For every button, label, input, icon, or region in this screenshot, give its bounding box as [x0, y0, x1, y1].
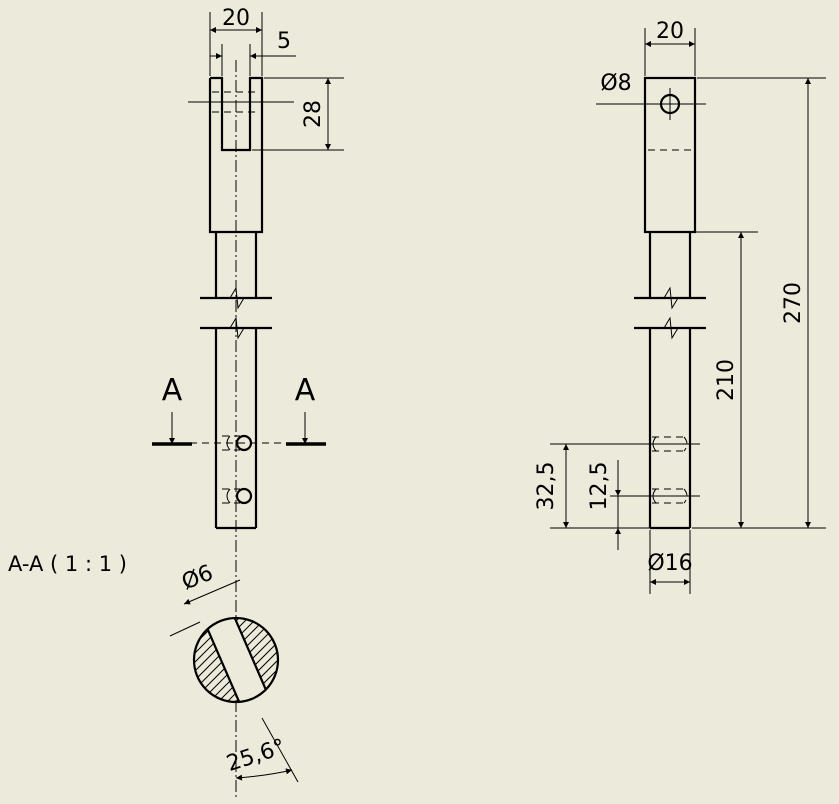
- dim-section-hole-value: Ø6: [178, 561, 216, 596]
- cross-hole-lower: [222, 487, 253, 505]
- dim-shaft-dia: Ø16: [647, 530, 693, 594]
- dim-slot-depth-value: 28: [301, 100, 326, 128]
- dim-hole-pos-lower-value: 12,5: [587, 462, 612, 511]
- hatch-line: [65, 600, 185, 720]
- hatch-line: [194, 618, 276, 702]
- hatch-line: [290, 600, 410, 720]
- front-view: A A 20 5 28: [152, 6, 344, 560]
- hatch-line: [194, 618, 258, 702]
- hatch-line: [194, 618, 231, 702]
- dim-slot-width: 5: [210, 29, 296, 76]
- dim-front-width: 20: [209, 6, 263, 76]
- dim-section-angle-value: 25,6°: [224, 735, 289, 777]
- hatch-line: [199, 618, 278, 702]
- shaft-upper: [200, 232, 272, 310]
- side-view: 20 Ø8 270 210 32,5: [534, 19, 826, 594]
- dim-shaft-dia-value: Ø16: [647, 551, 692, 576]
- dim-pin-hole-value: Ø8: [600, 71, 631, 96]
- section-title: A-A ( 1 : 1 ): [8, 552, 127, 576]
- side-hole-lower: [610, 488, 700, 504]
- section-view: A-A ( 1 : 1 ) Ø6 25,6°: [8, 540, 410, 800]
- dim-hole-pos-lower: 12,5: [587, 460, 621, 550]
- clevis-head: [188, 76, 294, 234]
- hatch-line: [194, 618, 195, 702]
- hatch-line: [56, 600, 176, 720]
- section-line-a-a: A A: [152, 373, 326, 446]
- section-letter-left: A: [162, 373, 183, 408]
- dim-front-width-value: 20: [222, 6, 250, 31]
- dim-section-angle: 25,6°: [224, 717, 299, 783]
- hatch-line: [194, 618, 204, 702]
- shaft-lower: [200, 316, 272, 530]
- dim-pin-hole: Ø8: [600, 71, 631, 96]
- hatch-line: [281, 600, 401, 720]
- dim-slot-depth: 28: [252, 77, 344, 151]
- dim-slot-width-value: 5: [277, 29, 291, 54]
- hatch-line: [262, 618, 278, 702]
- dim-overall-length: 270: [692, 77, 826, 529]
- hatch-line: [208, 618, 278, 702]
- section-letter-right: A: [295, 373, 316, 408]
- dim-side-width-value: 20: [656, 19, 684, 44]
- section-outline: [192, 616, 280, 704]
- dim-shaft-length: 210: [692, 231, 758, 528]
- hatch-line: [253, 618, 278, 702]
- dim-side-width: 20: [644, 19, 696, 76]
- dim-hole-pos-upper: 32,5: [534, 443, 650, 529]
- dim-shaft-length-value: 210: [714, 359, 739, 401]
- hatch-line: [194, 618, 222, 702]
- dim-hole-pos-upper-value: 32,5: [534, 462, 559, 511]
- dim-overall-length-value: 270: [781, 282, 806, 324]
- hatch-line: [244, 618, 278, 702]
- hatch-line: [271, 618, 278, 702]
